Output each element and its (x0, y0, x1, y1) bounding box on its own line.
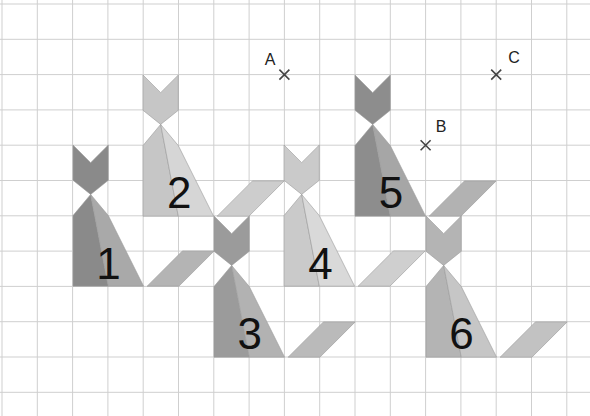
cat-number: 6 (449, 312, 473, 356)
point-marks (279, 70, 501, 151)
cat-number: 1 (96, 242, 120, 286)
grid-line (566, 0, 567, 416)
grid-line (107, 0, 108, 416)
cat-shape (143, 75, 288, 216)
cat-part (288, 322, 355, 357)
cat-shape (426, 216, 571, 357)
grid-line (0, 109, 590, 110)
cat-part (359, 251, 426, 286)
cat-number: 4 (308, 242, 332, 286)
grid-line (72, 0, 73, 416)
cat-part (90, 195, 143, 287)
cat-part (443, 265, 496, 357)
cat-part (302, 195, 355, 287)
grid-line (496, 0, 497, 416)
grid-line (0, 4, 590, 5)
cat-part (73, 145, 108, 194)
grid-line (0, 39, 590, 40)
cross-mark (491, 70, 501, 80)
cat-part (217, 180, 284, 215)
cat-part (284, 145, 319, 194)
cat-part (429, 180, 496, 215)
cat-number: 2 (167, 171, 191, 215)
point-label: C (508, 50, 520, 66)
cat-part (147, 251, 214, 286)
cat-part (426, 216, 461, 265)
cat-number: 3 (238, 312, 262, 356)
cat-figure: 2 (143, 75, 288, 216)
cat-shape (355, 75, 500, 216)
cross-mark (421, 140, 431, 150)
grid-line (2, 0, 3, 416)
grid-line (0, 321, 590, 322)
cat-part (231, 265, 284, 357)
grid-line (0, 392, 590, 393)
cross-mark (279, 70, 289, 80)
cat-part (143, 75, 178, 124)
cat-part (373, 124, 426, 216)
cat-part (161, 124, 214, 216)
cat-number: 5 (379, 171, 403, 215)
cat-part (214, 216, 249, 265)
grid-line (37, 0, 38, 416)
cat-figure: 5 (355, 75, 500, 216)
point-label: B (436, 119, 447, 135)
cat-part (500, 322, 567, 357)
grid-line (0, 145, 590, 146)
grid-line (284, 0, 285, 416)
point-label: A (265, 52, 276, 68)
cat-figure: 6 (426, 216, 571, 357)
cat-part (355, 75, 390, 124)
grid-line (0, 74, 590, 75)
